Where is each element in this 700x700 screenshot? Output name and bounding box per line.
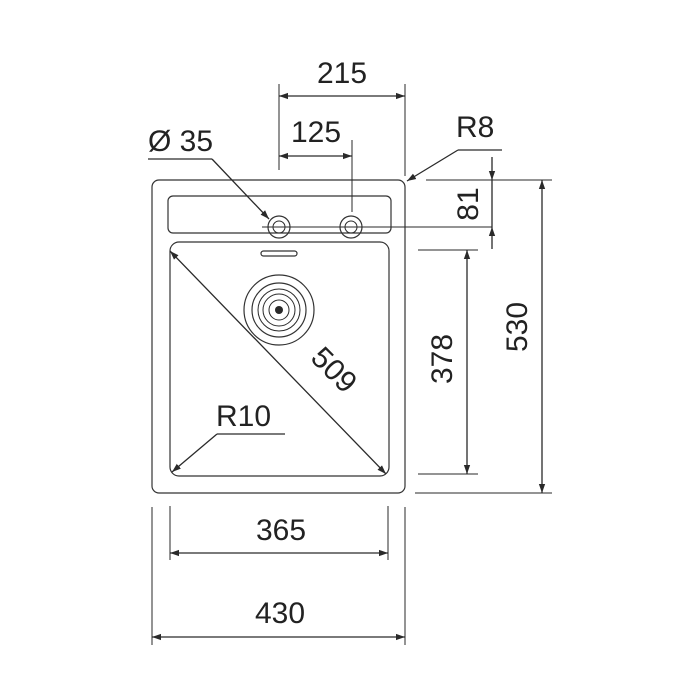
dimension-81-label: 81 [452, 187, 485, 220]
corner-radius-r8-label: R8 [456, 111, 494, 144]
dimension-378-label: 378 [426, 334, 459, 384]
overflow-slot [260, 250, 298, 257]
dimension-509-label: 509 [304, 341, 363, 400]
dimension-430: 430 [152, 597, 405, 641]
dimension-530: 530 [501, 180, 546, 493]
corner-radius-r10-leader: R10 [171, 400, 285, 473]
sink-outer-outline [151, 179, 406, 494]
hole-diameter-label: Ø 35 [148, 125, 213, 158]
drain-strainer [243, 274, 315, 346]
dimension-378: 378 [426, 250, 471, 474]
bowl-outline [169, 241, 390, 477]
dimension-430-label: 430 [255, 597, 305, 630]
hole-diameter-leader: Ø 35 [148, 125, 270, 220]
dimension-365-label: 365 [256, 514, 306, 547]
dimension-125: 125 [279, 116, 352, 160]
dimension-81: 81 [452, 157, 496, 249]
dimension-530-label: 530 [501, 302, 534, 352]
corner-radius-r10-label: R10 [216, 400, 271, 433]
dimension-215: 215 [279, 57, 405, 100]
dimension-509-diagonal: 509 [169, 250, 387, 475]
corner-radius-r8-leader: R8 [406, 111, 502, 182]
dimension-365: 365 [170, 514, 388, 557]
dimension-125-label: 125 [291, 116, 341, 149]
dimension-215-label: 215 [317, 57, 367, 90]
